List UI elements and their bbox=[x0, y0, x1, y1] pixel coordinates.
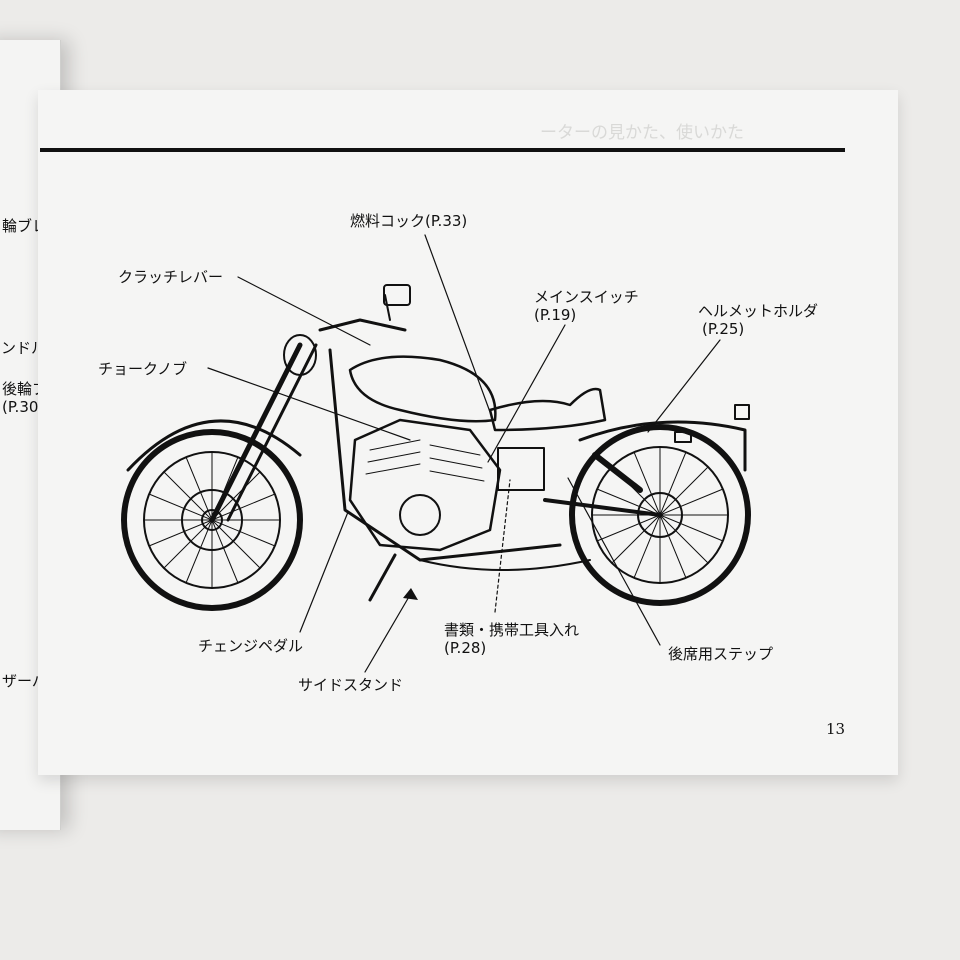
left-fragment-2: ハンドル bbox=[0, 339, 47, 357]
label-document-tool-box: 書類・携帯工具入れ bbox=[444, 621, 580, 639]
frame bbox=[328, 348, 562, 562]
left-fragment-4: (P.30 bbox=[2, 398, 39, 416]
front-fork bbox=[209, 342, 303, 523]
handlebar bbox=[318, 318, 407, 332]
header-rule bbox=[40, 148, 845, 152]
left-fragment-1: 輪ブレ bbox=[2, 217, 48, 235]
rear-fender bbox=[578, 420, 747, 472]
engine-cover bbox=[399, 494, 441, 536]
label-choke-knob: チョークノブ bbox=[98, 360, 188, 378]
turn-signal bbox=[674, 431, 692, 443]
fuel-tank bbox=[348, 355, 497, 423]
engine bbox=[348, 418, 502, 552]
label-fuel-cock: 燃料コック(P.33) bbox=[350, 212, 468, 230]
rear-shock bbox=[592, 452, 643, 493]
label-clutch-lever: クラッチレバー bbox=[118, 268, 224, 286]
headlight bbox=[283, 334, 317, 376]
side-stand-arrow bbox=[403, 588, 418, 600]
manual-page bbox=[38, 90, 898, 775]
rear-tire bbox=[569, 424, 751, 606]
seat bbox=[488, 387, 607, 432]
leader-lines bbox=[207, 234, 721, 673]
exhaust bbox=[419, 559, 591, 571]
mirror bbox=[383, 284, 411, 306]
side-stand-bar bbox=[368, 553, 397, 602]
left-fragment-3: 後輪ブ bbox=[2, 380, 48, 398]
label-main-switch: メインスイッチ bbox=[534, 288, 639, 306]
left-fragment-5: ザーバ bbox=[2, 672, 47, 690]
page-number: 13 bbox=[826, 720, 846, 738]
label-helmet-holder-page: (P.25) bbox=[702, 320, 745, 338]
tail-light bbox=[734, 404, 750, 420]
label-helmet-holder: ヘルメットホルダ bbox=[698, 302, 819, 320]
engine-fins bbox=[365, 439, 485, 482]
section-title-ghost: ーターの見かた、使いかた bbox=[540, 123, 744, 143]
label-rear-step: 後席用ステップ bbox=[668, 645, 774, 663]
label-document-tool-box-page: (P.28) bbox=[444, 639, 487, 657]
label-side-stand: サイドスタンド bbox=[298, 676, 404, 694]
label-change-pedal: チェンジペダル bbox=[198, 637, 304, 655]
label-main-switch-page: (P.19) bbox=[534, 306, 577, 324]
swingarm bbox=[543, 498, 662, 517]
front-fender bbox=[126, 419, 302, 472]
front-tire bbox=[121, 429, 303, 611]
side-cover bbox=[497, 447, 545, 491]
